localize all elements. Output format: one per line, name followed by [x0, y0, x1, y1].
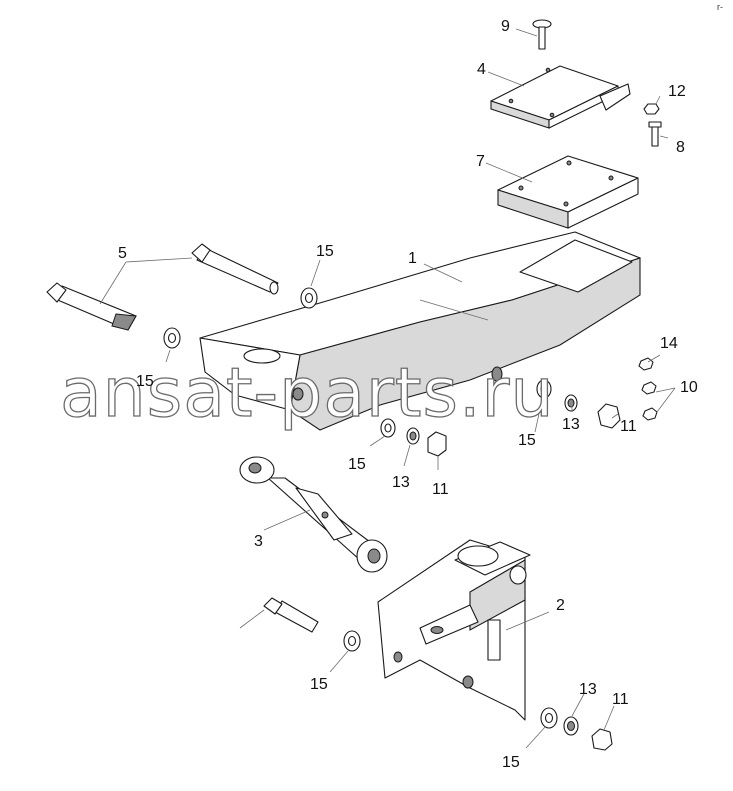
part-4-bracket-plate	[490, 65, 631, 129]
washer-15	[380, 418, 396, 438]
callout-8: 8	[676, 139, 685, 156]
callout-11a: 11	[620, 418, 637, 435]
bolt-bracket	[263, 597, 319, 633]
washer-15	[163, 327, 181, 349]
callout-5: 5	[118, 245, 127, 262]
lock-washer-13	[406, 427, 420, 445]
callout-1: 1	[408, 250, 417, 267]
callout-15d: 15	[348, 456, 366, 473]
lock-washer-13	[564, 394, 578, 412]
callout-9: 9	[501, 18, 510, 35]
nut-11	[591, 728, 613, 751]
washer-15	[343, 630, 361, 652]
callout-11c: 11	[612, 691, 629, 708]
callout-15c: 15	[518, 432, 536, 449]
callout-15b: 15	[136, 373, 154, 390]
callout-15f: 15	[502, 754, 520, 771]
washer-15	[536, 379, 552, 399]
part-12-nut	[643, 103, 660, 115]
nut-10	[642, 407, 658, 421]
callout-10: 10	[680, 379, 698, 396]
callout-labels: 9 4 12 8 7 5 15 1 14 15 10 15 13 11 15 1…	[118, 18, 698, 771]
callout-11b: 11	[432, 481, 449, 498]
part-3-tie-rod	[239, 456, 388, 573]
corner-mark: r-	[717, 2, 723, 12]
callout-15a: 15	[316, 243, 334, 260]
callout-13c: 13	[579, 681, 597, 698]
callout-12: 12	[668, 83, 686, 100]
leader-lines	[99, 28, 676, 749]
washer-15	[300, 287, 318, 309]
part-9-bolt	[532, 19, 552, 50]
nut-11	[427, 431, 447, 457]
part-8-bolt	[648, 121, 662, 147]
nut-14	[638, 357, 654, 371]
callout-14: 14	[660, 335, 678, 352]
part-1-arm	[199, 231, 641, 431]
callout-7: 7	[476, 153, 485, 170]
callout-3: 3	[254, 533, 263, 550]
part-5-bolt-lower	[46, 282, 137, 331]
nut-11	[597, 403, 621, 429]
nut-10	[641, 381, 657, 395]
callout-15e: 15	[310, 676, 328, 693]
part-2-mounting-bracket	[377, 539, 531, 721]
callout-13a: 13	[562, 416, 580, 433]
callout-13b: 13	[392, 474, 410, 491]
watermark: ansat-parts.ru	[60, 354, 555, 433]
part-5-bolt-upper	[191, 243, 279, 295]
callout-4: 4	[477, 61, 486, 78]
part-7-pad-plate	[497, 155, 639, 229]
washer-15	[540, 707, 558, 729]
lock-washer-13	[563, 716, 579, 736]
callout-2: 2	[556, 597, 565, 614]
